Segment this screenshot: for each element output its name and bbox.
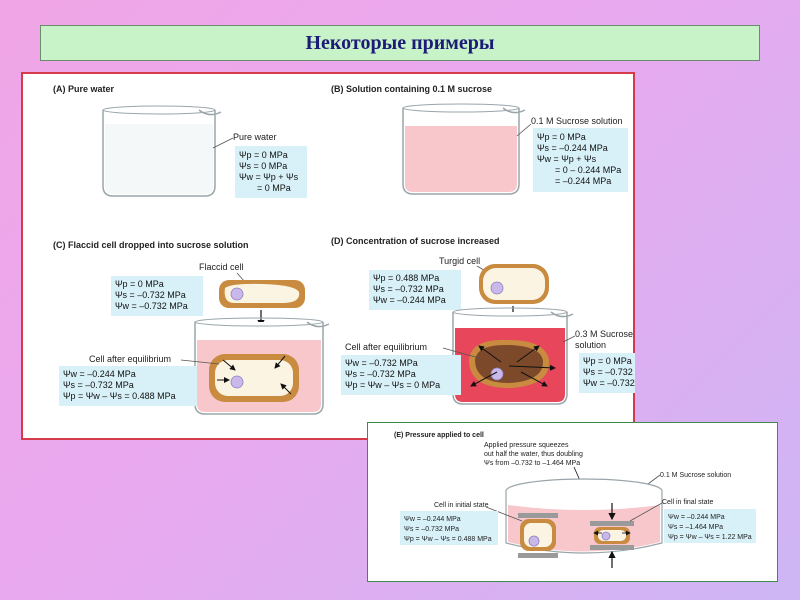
panel-d-eq-2: Ψs = –0.732 MPa [345, 369, 416, 379]
panel-d-cell-eq-3: Ψw = –0.244 MPa [373, 295, 446, 305]
panel-e-final-eq-3: Ψp = Ψw – Ψs = 1.22 MPa [668, 534, 752, 541]
panel-d-solution-label-1: 0.3 M Sucrose [575, 329, 633, 339]
flaccid-cell-c [219, 280, 305, 308]
panel-e-initial-eq-3: Ψp = Ψw – Ψs = 0.488 MPa [404, 536, 492, 543]
panel-e-initial-eq-2: Ψs = –0.732 MPa [404, 526, 459, 533]
figure-panel-e: (E) Pressure applied to cell Applied pre… [367, 422, 778, 582]
panel-d-label: (D) Concentration of sucrose increased [331, 236, 500, 246]
panel-e-initial-label: Cell in initial state [434, 502, 489, 509]
turgid-cell-d [479, 264, 549, 304]
panel-e-final-eq-1: Ψw = –0.244 MPa [668, 514, 725, 521]
figure-panel-a-to-d: (A) Pure water Pure water Ψp = 0 MPa Ψs … [21, 72, 635, 440]
panel-c-eq-box [59, 366, 197, 406]
panel-b-callout: 0.1 M Sucrose solution [531, 116, 623, 126]
panel-c-cell-eq-2: Ψs = –0.732 MPa [115, 290, 186, 300]
panel-e-final-eq-2: Ψs = –1.464 MPa [668, 524, 723, 531]
beaker-c [194, 317, 330, 415]
panel-a-eq-box [235, 146, 307, 198]
panel-a-eq-1: Ψp = 0 MPa [239, 150, 288, 160]
panel-e-final-label: Cell in final state [662, 499, 713, 506]
panel-b-eq-3: Ψw = Ψp + Ψs [537, 154, 597, 164]
figure-e-drawing: (E) Pressure applied to cell Applied pre… [394, 432, 756, 568]
panel-d-sol-eq-box [579, 353, 635, 393]
panel-a-eq-4: = 0 MPa [257, 183, 291, 193]
panel-d-sol-eq-3: Ψw = –0.732 [583, 378, 635, 388]
beaker-b [402, 103, 526, 195]
panel-a-eq-2: Ψs = 0 MPa [239, 161, 287, 171]
panel-a-label: (A) Pure water [53, 84, 115, 94]
panel-e-initial-eq-1: Ψw = –0.244 MPa [404, 516, 461, 523]
panel-e-note-1: Applied pressure squeezes [484, 442, 569, 449]
panel-a-eq-3: Ψw = Ψp + Ψs [239, 172, 299, 182]
panel-d-cell-eq-2: Ψs = –0.732 MPa [373, 284, 444, 294]
panel-e-note-3: Ψs from –0.732 to –1.464 MPa [484, 460, 580, 467]
panel-b-eq-5: = –0.244 MPa [555, 176, 611, 186]
slide-title-bar: Некоторые примеры [40, 25, 760, 61]
panel-d-eq-label: Cell after equilibrium [345, 342, 427, 352]
panel-d-cell-label: Turgid cell [439, 256, 480, 266]
panel-b-eq-box [533, 128, 628, 192]
panel-e-label: (E) Pressure applied to cell [394, 432, 484, 439]
panel-d-eq-box [341, 355, 461, 395]
panel-c-eq-1: Ψw = –0.244 MPa [63, 369, 136, 379]
panel-c-cell-eq-3: Ψw = –0.732 MPa [115, 301, 188, 311]
panel-d-cell-eq-1: Ψp = 0.488 MPa [373, 273, 439, 283]
panel-c-eq-label: Cell after equilibrium [89, 354, 171, 364]
beaker-d [452, 307, 574, 405]
panel-d-eq-3: Ψp = Ψw – Ψs = 0 MPa [345, 380, 440, 390]
panel-d-sol-eq-1: Ψp = 0 MPa [583, 356, 632, 366]
final-cell-e [590, 503, 634, 568]
panel-d-cell-eq-box [369, 270, 461, 310]
initial-cell-e [518, 513, 558, 558]
panel-d-sol-eq-2: Ψs = –0.732 [583, 367, 633, 377]
panel-e-note-2: out half the water, thus doubling [484, 451, 583, 458]
beaker-a [102, 105, 222, 197]
panel-c-label: (C) Flaccid cell dropped into sucrose so… [53, 240, 249, 250]
panel-e-final-eq-box [664, 509, 756, 543]
panel-d-solution-label-2: solution [575, 340, 606, 350]
panel-a-callout: Pure water [233, 132, 277, 142]
panel-c-cell-eq-box [111, 276, 203, 316]
panel-b-label: (B) Solution containing 0.1 M sucrose [331, 84, 492, 94]
panel-e-solution-label: 0.1 M Sucrose solution [660, 472, 731, 479]
panel-b-eq-2: Ψs = –0.244 MPa [537, 143, 608, 153]
slide-title: Некоторые примеры [305, 31, 495, 54]
panel-b-eq-4: = 0 – 0.244 MPa [555, 165, 621, 175]
panel-c-eq-3: Ψp = Ψw – Ψs = 0.488 MPa [63, 391, 176, 401]
panel-e-initial-eq-box [400, 511, 498, 545]
panel-c-cell-eq-1: Ψp = 0 MPa [115, 279, 164, 289]
panel-c-cell-label: Flaccid cell [199, 262, 244, 272]
panel-d-eq-1: Ψw = –0.732 MPa [345, 358, 418, 368]
figure-a-to-d-drawing: (A) Pure water Pure water Ψp = 0 MPa Ψs … [53, 84, 635, 415]
panel-c-eq-2: Ψs = –0.732 MPa [63, 380, 134, 390]
panel-b-eq-1: Ψp = 0 MPa [537, 132, 586, 142]
